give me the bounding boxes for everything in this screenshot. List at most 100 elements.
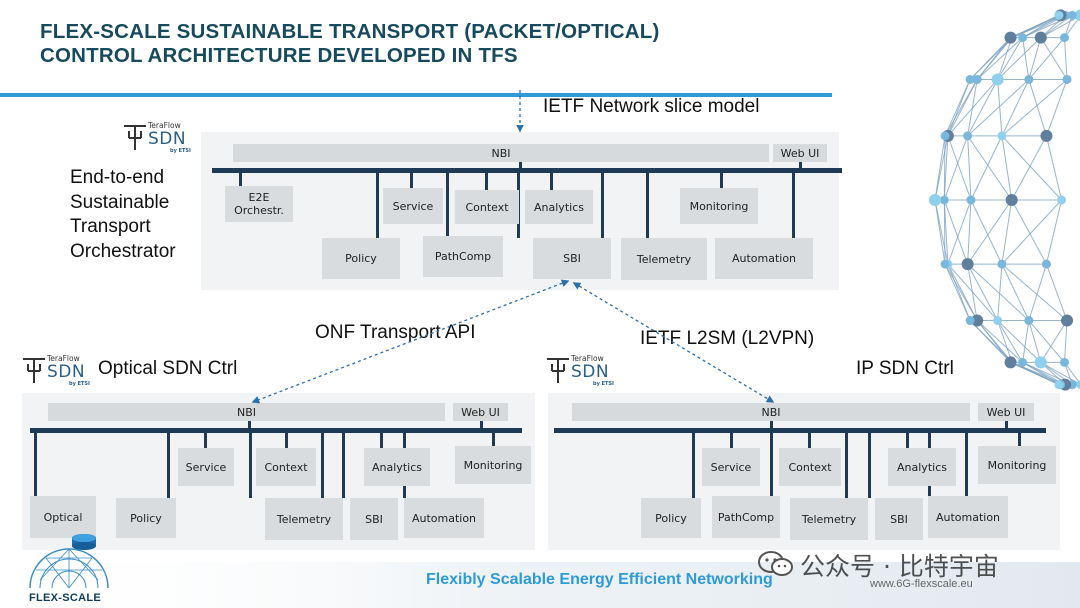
globe-link xyxy=(1028,320,1042,363)
ietf-l2sm-label: IETF L2SM (L2VPN) xyxy=(640,328,815,349)
optical-webui-bar[interactable]: Web UI xyxy=(453,403,508,421)
bus-connector xyxy=(248,421,251,430)
ip-telemetry[interactable]: Telemetry xyxy=(790,498,868,540)
globe-link xyxy=(1001,263,1030,321)
ip-automation[interactable]: Automation xyxy=(928,496,1008,538)
orchestrator-e2e-orchestrator[interactable]: E2E Orchestr. xyxy=(225,186,293,222)
orchestrator-label-line: End-to-end xyxy=(70,167,165,188)
orchestrator-telemetry[interactable]: Telemetry xyxy=(621,238,707,280)
globe-link xyxy=(997,37,1042,80)
globe-node xyxy=(963,131,973,141)
globe-link xyxy=(1001,199,1013,265)
globe-node xyxy=(1059,33,1069,43)
globe-link xyxy=(1011,199,1047,265)
orchestrator-bus xyxy=(212,168,842,173)
bus-connector xyxy=(380,432,383,448)
globe-link xyxy=(944,79,971,137)
logo-brand-by: by ETSI xyxy=(69,381,90,387)
globe-link xyxy=(1028,37,1065,80)
ip-webui-bar[interactable]: Web UI xyxy=(978,403,1034,421)
globe-link xyxy=(967,199,972,265)
bus-connector xyxy=(480,421,483,430)
orchestrator-service[interactable]: Service xyxy=(383,188,443,224)
orchestrator-automation[interactable]: Automation xyxy=(715,238,813,279)
bus-connector xyxy=(376,172,379,238)
globe-node xyxy=(1067,10,1077,20)
bus-connector xyxy=(868,432,871,498)
globe-link xyxy=(1022,320,1030,363)
optical-monitoring[interactable]: Monitoring xyxy=(455,446,531,484)
teraflow-sdn-logo-icon xyxy=(23,358,45,383)
orchestrator-context[interactable]: Context xyxy=(455,190,519,224)
globe-link xyxy=(997,37,1013,80)
ip-analytics[interactable]: Analytics xyxy=(888,448,956,486)
logo-brand-big: SDN xyxy=(571,362,610,382)
bus-connector xyxy=(1018,432,1021,448)
network-slice-model-label: IETF Network slice model xyxy=(543,96,760,117)
globe-link xyxy=(976,37,1023,80)
optical-service[interactable]: Service xyxy=(178,448,234,486)
globe-link xyxy=(1022,361,1061,386)
orchestrator-monitoring[interactable]: Monitoring xyxy=(680,188,758,224)
globe-node xyxy=(1034,356,1047,369)
orchestrator-label: End-to-end Sustainable Transport Orchest… xyxy=(70,166,176,264)
globe-node xyxy=(1018,33,1028,43)
bus-connector xyxy=(204,432,207,448)
logo-brand-big: SDN xyxy=(148,129,187,149)
bus-connector xyxy=(692,432,695,498)
globe-node xyxy=(997,131,1007,141)
globe-link xyxy=(947,199,972,265)
globe-link xyxy=(944,79,978,137)
globe-link xyxy=(1001,79,1030,137)
globe-link xyxy=(976,37,1011,80)
globe-link xyxy=(1022,37,1030,80)
orchestrator-policy[interactable]: Policy xyxy=(322,238,400,279)
optical-telemetry[interactable]: Telemetry xyxy=(265,498,343,540)
network-globe-graphic xyxy=(929,9,1080,391)
globe-node xyxy=(939,195,949,205)
orchestrator-analytics[interactable]: Analytics xyxy=(525,190,593,224)
logo-brand-small: TeraFlow xyxy=(148,121,181,130)
globe-node xyxy=(965,74,975,84)
optical-nbi-bar[interactable]: NBI xyxy=(48,403,445,421)
optical-automation[interactable]: Automation xyxy=(404,498,484,538)
ip-monitoring[interactable]: Monitoring xyxy=(978,446,1056,484)
ip-policy[interactable]: Policy xyxy=(641,498,701,538)
globe-node xyxy=(1059,357,1069,367)
globe-link xyxy=(1022,14,1061,39)
optical-optical[interactable]: Optical xyxy=(30,496,96,538)
bus-connector xyxy=(646,172,649,238)
optical-policy[interactable]: Policy xyxy=(116,498,176,538)
ip-nbi-bar[interactable]: NBI xyxy=(572,403,970,421)
orchestrator-label-line: Sustainable xyxy=(70,191,170,213)
ip-service[interactable]: Service xyxy=(702,448,760,486)
flex-scale-logo-text: FLEX-SCALE xyxy=(29,592,102,604)
optical-analytics[interactable]: Analytics xyxy=(364,448,430,486)
slide-title: FLEX-SCALE SUSTAINABLE TRANSPORT (PACKET… xyxy=(40,20,760,68)
ip-sbi[interactable]: SBI xyxy=(875,498,923,540)
ip-context[interactable]: Context xyxy=(779,448,841,486)
orchestrator-nbi-bar[interactable]: NBI xyxy=(233,144,769,162)
bus-connector xyxy=(446,172,449,238)
optical-sbi[interactable]: SBI xyxy=(350,498,398,540)
globe-link xyxy=(997,37,1023,80)
globe-link xyxy=(967,79,1030,137)
slide-title-line-2: CONTROL ARCHITECTURE DEVELOPED IN TFS xyxy=(40,44,518,67)
globe-link xyxy=(967,135,1013,201)
optical-bus xyxy=(30,428,522,433)
globe-link xyxy=(934,135,946,201)
orchestrator-webui-bar[interactable]: Web UI xyxy=(773,144,827,162)
ip-pathcomp[interactable]: PathComp xyxy=(712,496,780,538)
optical-context[interactable]: Context xyxy=(256,448,316,486)
globe-link xyxy=(967,135,972,201)
orchestrator-sbi[interactable]: SBI xyxy=(533,238,611,279)
bus-connector xyxy=(485,172,488,190)
globe-node xyxy=(1004,31,1017,44)
orchestrator-pathcomp[interactable]: PathComp xyxy=(423,236,503,277)
globe-node xyxy=(961,258,974,271)
globe-node xyxy=(1041,259,1051,269)
footer-band xyxy=(0,562,1080,608)
globe-node xyxy=(940,259,950,269)
globe-link xyxy=(997,320,1042,363)
bus-connector xyxy=(792,172,795,238)
